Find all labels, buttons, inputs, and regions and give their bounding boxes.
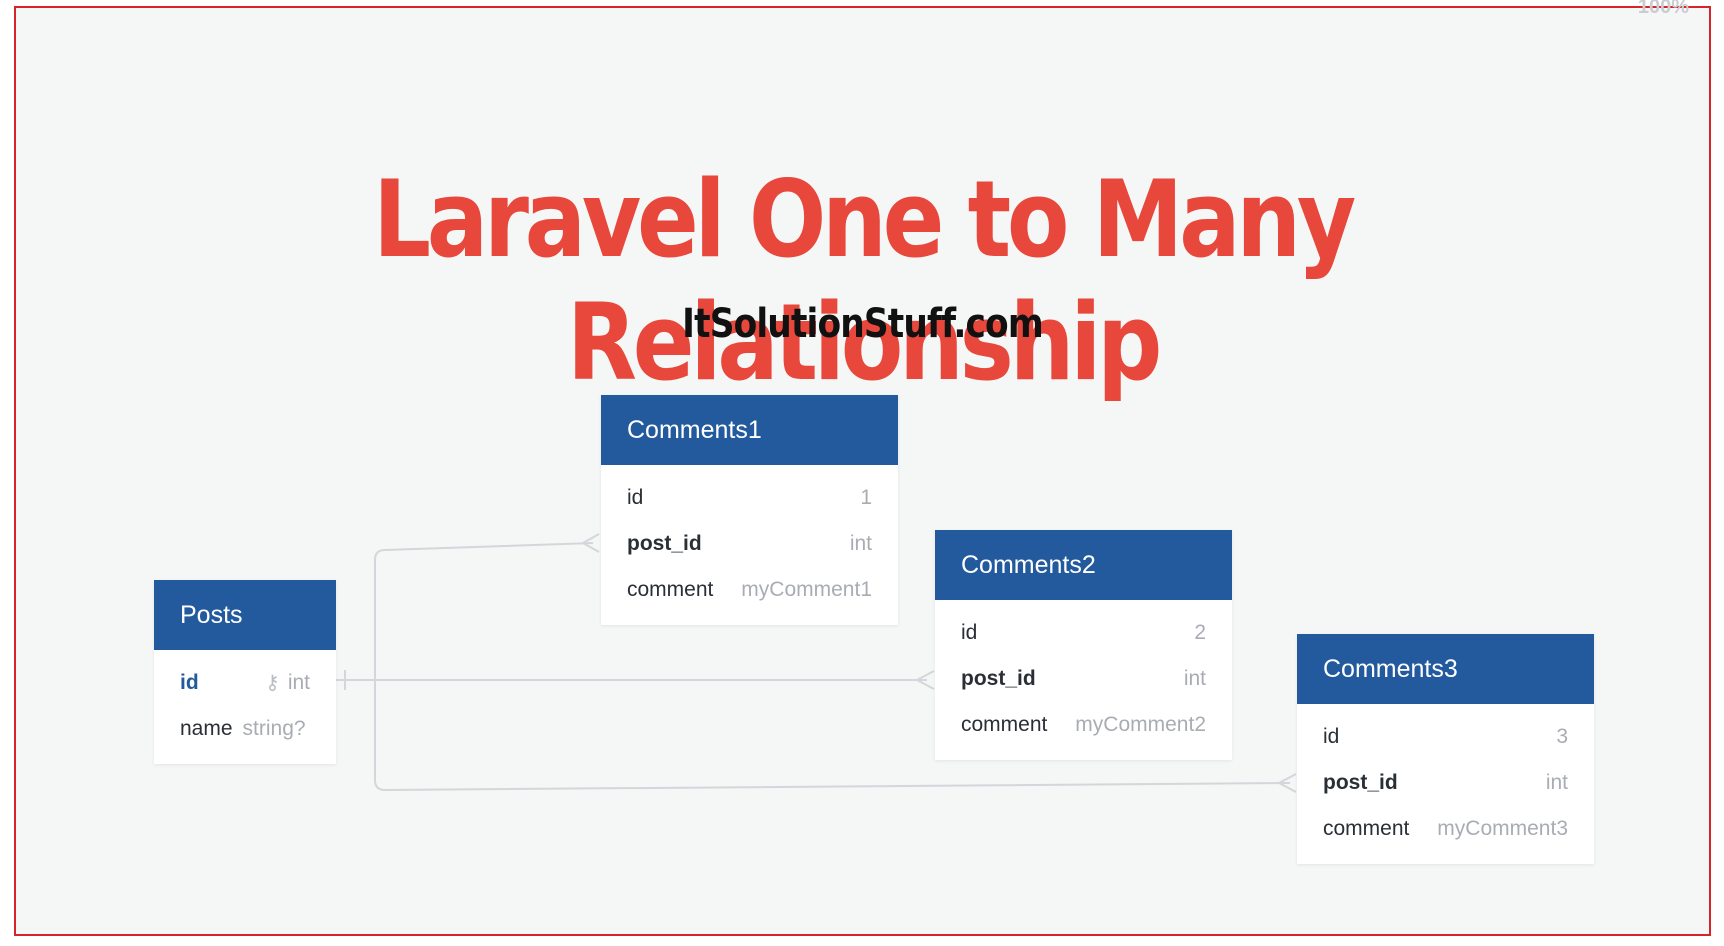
link-posts-comments3 xyxy=(374,680,1291,792)
table-comments1[interactable]: Comments1 id 1 post_id int comment myCom… xyxy=(601,395,898,625)
field-row[interactable]: id 3 xyxy=(1297,714,1594,760)
table-comments2[interactable]: Comments2 id 2 post_id int comment myCom… xyxy=(935,530,1232,760)
field-type: int xyxy=(1545,771,1568,794)
field-row[interactable]: comment myComment2 xyxy=(935,702,1232,748)
field-name: post_id xyxy=(627,532,702,555)
table-header[interactable]: Comments2 xyxy=(935,530,1232,600)
table-posts[interactable]: Posts id ⚷ int name string? xyxy=(154,580,336,764)
table-header[interactable]: Comments1 xyxy=(601,395,898,465)
field-row[interactable]: post_id int xyxy=(601,521,898,567)
field-type: 2 xyxy=(1194,621,1206,644)
field-row[interactable]: id ⚷ int xyxy=(154,660,336,706)
field-row[interactable]: id 1 xyxy=(601,475,898,521)
field-type: myComment3 xyxy=(1437,817,1568,840)
field-type: myComment1 xyxy=(741,578,872,601)
field-row[interactable]: id 2 xyxy=(935,610,1232,656)
table-header[interactable]: Comments3 xyxy=(1297,634,1594,704)
field-row[interactable]: post_id int xyxy=(1297,760,1594,806)
field-name: comment xyxy=(1323,817,1410,840)
field-row[interactable]: post_id int xyxy=(935,656,1232,702)
field-type: int xyxy=(1183,667,1206,690)
field-name: name xyxy=(180,717,233,740)
field-row[interactable]: name string? xyxy=(154,706,336,752)
field-row[interactable]: comment myComment1 xyxy=(601,567,898,613)
page-subtitle: ItSolutionStuff.com xyxy=(682,301,1044,347)
page-title: Laravel One to Many Relationship xyxy=(372,158,1356,404)
field-name: id xyxy=(961,621,978,644)
diagram-canvas: 100% Laravel One to Many Relationship It… xyxy=(14,0,1711,936)
field-name: comment xyxy=(961,713,1048,736)
field-name: comment xyxy=(627,578,714,601)
field-row[interactable]: comment myComment3 xyxy=(1297,806,1594,852)
field-type: 1 xyxy=(860,486,872,509)
field-name: id xyxy=(627,486,644,509)
field-type: 3 xyxy=(1556,725,1568,748)
many-marker-comments1 xyxy=(580,533,600,553)
many-marker-comments3 xyxy=(1276,773,1297,793)
field-name: id xyxy=(1323,725,1340,748)
field-name: post_id xyxy=(961,667,1036,690)
table-header[interactable]: Posts xyxy=(154,580,336,650)
table-comments3[interactable]: Comments3 id 3 post_id int comment myCom… xyxy=(1297,634,1594,864)
field-type: int xyxy=(287,671,310,694)
field-type: int xyxy=(849,532,872,555)
key-icon: ⚷ xyxy=(265,672,280,694)
field-name: id xyxy=(180,671,199,694)
zoom-level: 100% xyxy=(1637,0,1689,18)
field-name: post_id xyxy=(1323,771,1398,794)
many-marker-comments2 xyxy=(914,670,935,690)
field-type: myComment2 xyxy=(1075,713,1206,736)
link-posts-comments1 xyxy=(335,542,594,681)
field-type: string? xyxy=(242,717,306,740)
